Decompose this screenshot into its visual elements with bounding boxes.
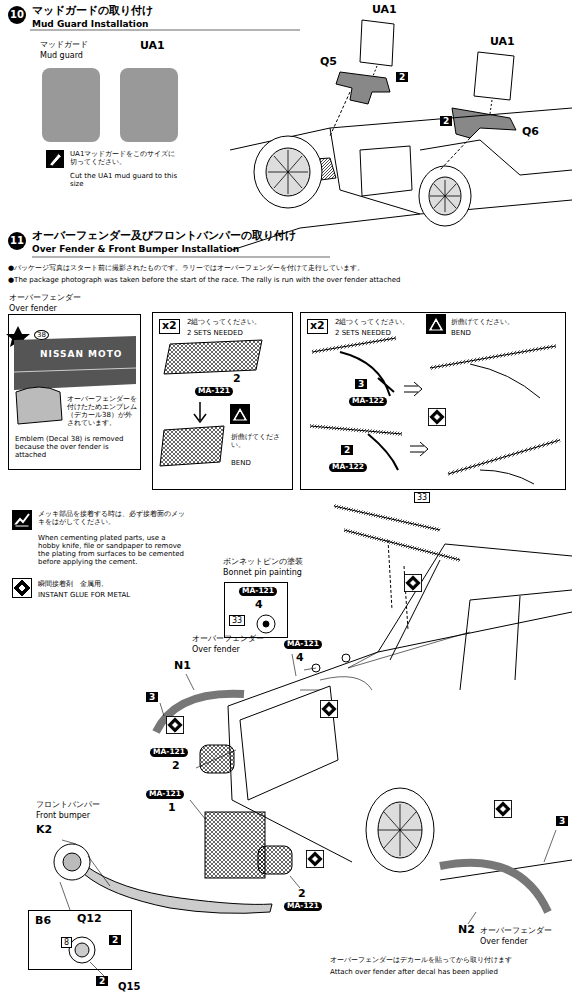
part-code: 2 [172, 760, 180, 773]
note-text: 2組つくってください。 [335, 318, 409, 326]
note-text: 2組つくってください。 [187, 318, 261, 326]
label-text: マッドガード [40, 40, 88, 49]
part-code: 2 [298, 888, 306, 901]
label-text: ボンネットピンの塗装 [223, 557, 303, 566]
label-text: Over fender [192, 645, 240, 654]
callout-number: 3 [146, 692, 158, 702]
step-title: マッドガードの取り付け [32, 5, 153, 18]
step-number: 10 [8, 6, 26, 24]
note-text: ●The package photograph was taken before… [8, 276, 400, 284]
painting-panel: ボンネットピンの塗装Bonnet pin paintingMA-121433 [224, 582, 288, 638]
label-text: オーバーフェンダー [480, 926, 552, 935]
callout-number: 2 [440, 116, 452, 126]
callout-number: 3 [556, 816, 568, 826]
part-code: 4 [255, 599, 263, 612]
label-text: Front bumper [36, 811, 90, 820]
decal-number: 33 [414, 492, 430, 503]
part-code: 4 [296, 652, 304, 665]
label-text: オーバーフェンダー [192, 634, 264, 643]
step-number: 11 [8, 232, 26, 250]
part-code: 1 [168, 802, 176, 815]
paint-code: MA-121 [284, 902, 322, 911]
callout-number: 2 [341, 445, 353, 455]
note-text: Attach over fender after decal has been … [330, 968, 566, 976]
note-text: BEND [231, 459, 251, 467]
paint-code: MA-121 [150, 748, 188, 757]
decal-number: 8 [61, 937, 72, 948]
part-code: 2 [233, 373, 241, 386]
note-text: 折曲げてください。 [451, 318, 514, 326]
parts-panel: x2 2組つくってください。 2 SETS NEEDED 折曲げてください。 BEND 3… [300, 312, 566, 490]
label-text: Over fender [9, 304, 57, 313]
note-text: ●パッケージ写真はスタート前に撮影されたものです。ラリーではオーバーフェンダーを… [8, 264, 364, 272]
decal-number: 38 [34, 330, 49, 340]
step-title: Mud Guard Installation [32, 19, 149, 29]
part-code: N1 [174, 660, 191, 673]
note-text: UA1マッドガードをこのサイズに切ってください。 [70, 150, 178, 166]
part-code: UA1 [140, 40, 165, 53]
part-code: Q6 [522, 126, 539, 139]
quantity-mark: x2 [159, 319, 180, 334]
note-text: 2 SETS NEEDED [335, 329, 391, 337]
paint-code: MA-122 [329, 463, 367, 472]
paint-code: MA-121 [146, 790, 184, 799]
part-code: Q12 [77, 913, 102, 926]
decal-number: 33 [229, 615, 245, 626]
inset-box: B6 Q12 8 2 [28, 910, 132, 970]
label-text: フロントバンパー [36, 800, 100, 809]
note-text: メッキ部品を接着する時は、必ず接着面のメッキをはがしてください。 [38, 510, 188, 526]
label-text: Bonnet pin painting [223, 568, 302, 577]
note-text: INSTANT GLUE FOR METAL [38, 591, 130, 599]
part-code: Q5 [320, 56, 337, 69]
part-code: Q15 [118, 981, 140, 993]
note-text: 折曲げてください。 [231, 433, 289, 449]
paint-code: MA-121 [239, 587, 277, 596]
note-text: 瞬間接着剤 金属用。 [38, 580, 108, 588]
part-code: UA1 [372, 4, 397, 17]
part-code: UA1 [490, 36, 515, 49]
label-text: Mud guard [40, 51, 83, 60]
note-text: 2 SETS NEEDED [187, 329, 243, 337]
note-panel: オーバーフェンダーOver fenderオーバーフェンダーを付けたためエンブレム… [8, 314, 141, 470]
step-title: Over Fender & Front Bumper Installation [32, 244, 239, 254]
callout-number: 2 [109, 935, 121, 945]
callout-number: 2 [96, 976, 108, 986]
label-text: Over fender [480, 937, 528, 946]
note-text: オーバーフェンダーはデカールを貼ってから取り付けます [330, 956, 566, 964]
note-text: オーバーフェンダーを付けたためエンブレム（デカール38）が外されています。 [67, 395, 137, 427]
paint-code: MA-121 [195, 387, 233, 396]
paint-code: MA-121 [284, 640, 322, 649]
quantity-mark: x2 [307, 319, 328, 334]
part-code: N2 [458, 924, 475, 937]
part-code: K2 [36, 824, 52, 837]
note-text: BEND [451, 329, 471, 337]
paint-code: MA-122 [349, 397, 387, 406]
emblem-text: NISSAN MOTO [40, 349, 122, 359]
callout-number: 2 [396, 72, 408, 82]
note-text: Cut the UA1 mud guard to this size [70, 172, 178, 188]
label-text: オーバーフェンダー [9, 293, 81, 302]
callout-number: 3 [355, 379, 367, 389]
parts-panel: x2 2組つくってください。 2 SETS NEEDED MA-1212 折曲げてくださ… [152, 312, 293, 490]
note-text: When cementing plated parts, use a hobby… [38, 534, 188, 566]
step-title: オーバーフェンダー及びフロントバンパーの取り付け [32, 230, 296, 243]
note-text: Emblem (Decal 38) is removed because the… [15, 435, 135, 459]
part-code: B6 [35, 915, 51, 928]
